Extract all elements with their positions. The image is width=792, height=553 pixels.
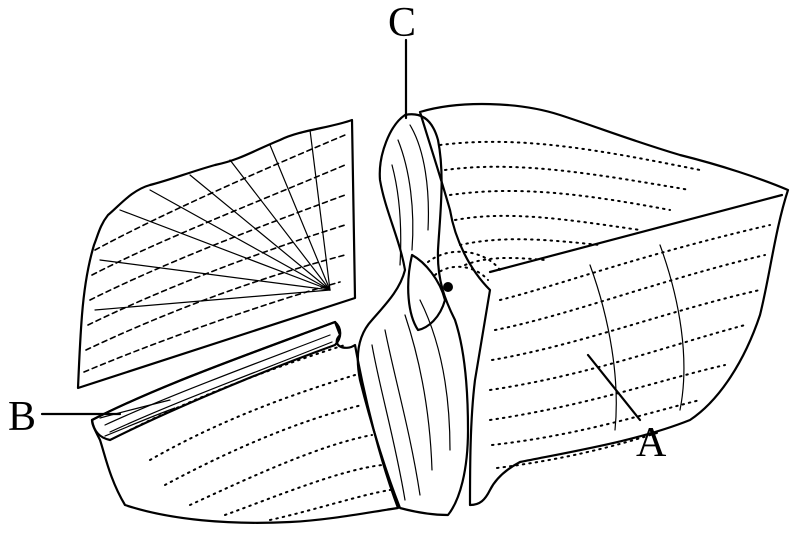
- label-a: A: [636, 422, 666, 464]
- right-valve-rib-1: [590, 265, 616, 430]
- label-c: C: [388, 2, 416, 44]
- label-b: B: [8, 396, 36, 438]
- umbo-dot: [443, 282, 453, 292]
- lower-left-wedge: [92, 322, 398, 523]
- right-valve: [420, 104, 788, 505]
- right-valve-outline: [420, 104, 788, 505]
- right-valve-rib-2: [660, 245, 684, 410]
- upper-left-wedge-growth-lines: [84, 135, 345, 372]
- upper-left-wedge: [78, 120, 355, 388]
- section-b-layers: [100, 335, 332, 436]
- central-section-c: [358, 114, 500, 515]
- lower-left-wedge-growth-arcs: [130, 345, 390, 520]
